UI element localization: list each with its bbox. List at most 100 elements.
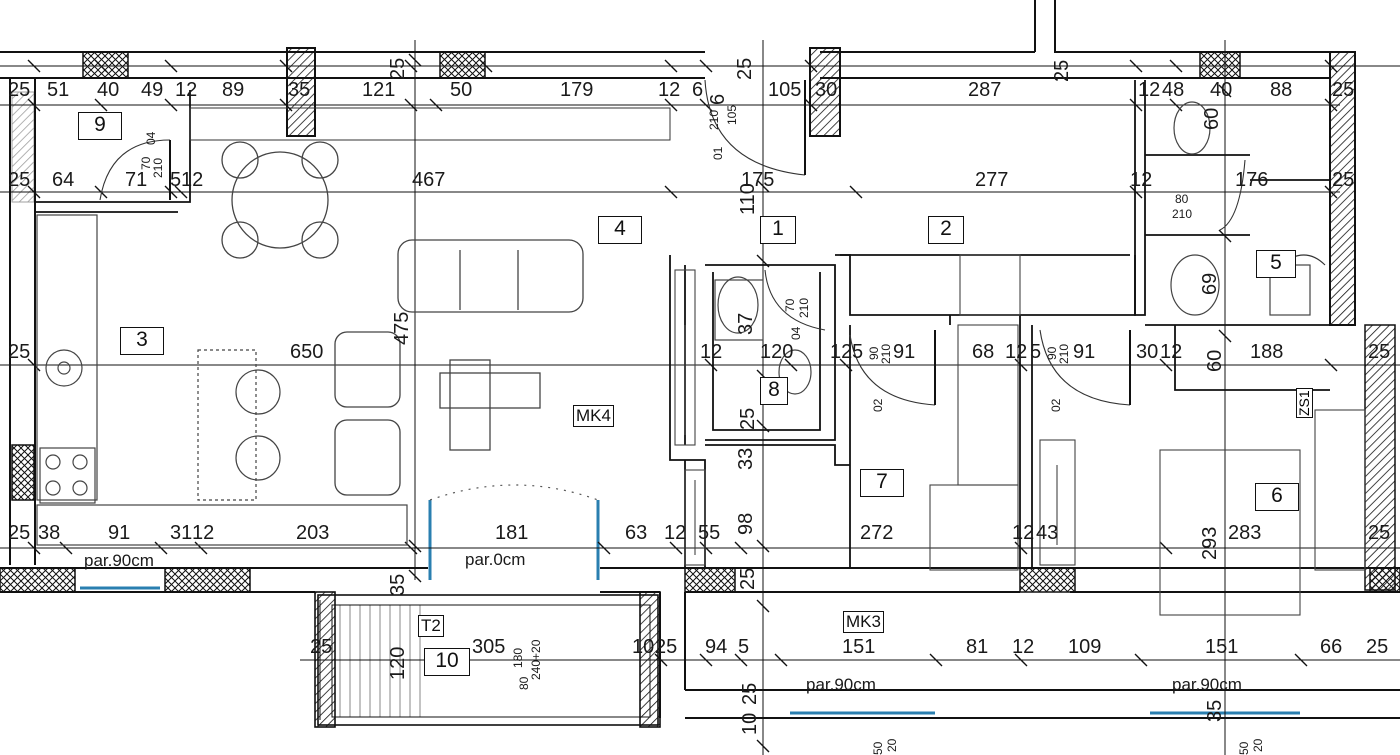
door-size: 105 bbox=[725, 104, 739, 125]
dim-label: 12 bbox=[1012, 522, 1035, 544]
dim-label: 25 bbox=[1368, 341, 1391, 363]
dim-label: 25 bbox=[1051, 59, 1073, 82]
dim-label: 121 bbox=[362, 79, 396, 101]
dim-label: 6 bbox=[692, 79, 704, 101]
dim-label: 35 bbox=[1204, 699, 1226, 722]
dim-label: 40 bbox=[1210, 79, 1233, 101]
door-size: 210 bbox=[1057, 343, 1071, 364]
dimension-lines bbox=[0, 40, 1400, 755]
dim-label: 151 bbox=[842, 636, 876, 658]
dim-label: 10 bbox=[632, 636, 655, 658]
note-par90-right: par.90cm bbox=[1172, 675, 1242, 694]
columns bbox=[0, 47, 1400, 593]
dim-label: 120 bbox=[760, 341, 794, 363]
room-label-4: 4 bbox=[598, 216, 642, 244]
dim-label: 181 bbox=[495, 522, 529, 544]
dim-label: 35 bbox=[288, 79, 311, 101]
dim-label: 25 bbox=[737, 567, 759, 590]
dim-label: 179 bbox=[560, 79, 594, 101]
dim-label: 305 bbox=[472, 636, 506, 658]
room-label-7: 7 bbox=[860, 469, 904, 497]
dim-label: 12 bbox=[181, 169, 204, 191]
note-par90-left: par.90cm bbox=[84, 551, 154, 570]
sofa bbox=[397, 239, 584, 313]
dim-label: 98 bbox=[735, 512, 757, 535]
room-label-1: 1 bbox=[760, 216, 796, 244]
dim-label: 37 bbox=[735, 312, 757, 335]
dim-label: 287 bbox=[968, 79, 1002, 101]
door-size: 70 bbox=[783, 298, 797, 312]
note-par0: par.0cm bbox=[465, 550, 526, 569]
dim-label: 5 bbox=[1030, 341, 1042, 363]
door-id-04b: 04 bbox=[789, 326, 803, 340]
door-size: 80 bbox=[1175, 192, 1189, 206]
dim-label: 48 bbox=[1162, 79, 1185, 101]
wardrobes bbox=[674, 254, 1366, 616]
dim-label: 25 bbox=[1368, 522, 1391, 544]
dimension-ticks bbox=[27, 53, 1338, 753]
door-id-01: 01 bbox=[711, 146, 725, 160]
door-size: 240+20 bbox=[529, 639, 543, 680]
dim-label: 40 bbox=[97, 79, 120, 101]
dim-label: 120 bbox=[387, 646, 409, 680]
dim-label: 25 bbox=[1366, 636, 1389, 658]
dim-label: 5 bbox=[170, 169, 182, 191]
dim-label: 69 bbox=[1199, 272, 1221, 295]
dim-label: 12 bbox=[1160, 341, 1183, 363]
dim-label: 25 bbox=[734, 57, 756, 80]
dim-label: 6 bbox=[707, 93, 729, 105]
door-leaves bbox=[169, 80, 1131, 405]
dim-label: 33 bbox=[735, 447, 757, 470]
dim-label: 650 bbox=[290, 341, 324, 363]
dim-label: 68 bbox=[972, 341, 995, 363]
door-id-02b: 02 bbox=[1049, 398, 1063, 412]
dim-label: 25 bbox=[8, 341, 31, 363]
dim-label: 94 bbox=[705, 636, 728, 658]
dim-label: 25 bbox=[8, 169, 31, 191]
dim-label: 12 bbox=[192, 522, 215, 544]
dim-label: 91 bbox=[893, 341, 916, 363]
kitchen-fixtures bbox=[36, 214, 408, 546]
dim-label: 89 bbox=[222, 79, 245, 101]
dim-label: 25 bbox=[310, 636, 333, 658]
dim-label: 12 bbox=[1012, 636, 1035, 658]
dim-label: 25 bbox=[739, 682, 761, 705]
dim-label: 25 bbox=[8, 522, 31, 544]
dim-label: 12 bbox=[830, 341, 853, 363]
dim-label: 51 bbox=[47, 79, 70, 101]
dim-label: 272 bbox=[860, 522, 894, 544]
dim-label: 109 bbox=[1068, 636, 1102, 658]
dim-label: 176 bbox=[1235, 169, 1269, 191]
dim-label: 12 bbox=[700, 341, 723, 363]
dim-label: 55 bbox=[698, 522, 721, 544]
dim-label: 25 bbox=[1332, 169, 1355, 191]
sliding-door-arc bbox=[429, 484, 599, 501]
door-size: 50 bbox=[871, 741, 885, 755]
door-size: 20 bbox=[1251, 738, 1265, 752]
dim-label: 64 bbox=[52, 169, 75, 191]
dim-label: 175 bbox=[741, 169, 775, 191]
balcony bbox=[314, 591, 661, 728]
room-label-6: 6 bbox=[1255, 483, 1299, 511]
dim-label: 60 bbox=[1204, 349, 1226, 372]
interior-walls bbox=[35, 80, 1330, 568]
dim-label: 91 bbox=[108, 522, 131, 544]
note-par90-mid: par.90cm bbox=[806, 675, 876, 694]
dim-label: 151 bbox=[1205, 636, 1239, 658]
dim-label: 66 bbox=[1320, 636, 1343, 658]
dim-label: 10 bbox=[739, 712, 761, 735]
dim-label: 25 bbox=[655, 636, 678, 658]
dim-label: 30 bbox=[815, 79, 838, 101]
dim-label: 25 bbox=[8, 79, 31, 101]
t2-tag: T2 bbox=[418, 615, 444, 637]
room-label-3: 3 bbox=[120, 327, 164, 355]
dim-label: 25 bbox=[1332, 79, 1355, 101]
dim-label: 71 bbox=[125, 169, 148, 191]
door-size: 210 bbox=[151, 157, 165, 178]
dim-label: 475 bbox=[391, 311, 413, 345]
door-size: 80 bbox=[517, 676, 531, 690]
dim-label: 12 bbox=[1130, 169, 1153, 191]
dim-label: 60 bbox=[1201, 107, 1223, 130]
room-label-2: 2 bbox=[928, 216, 964, 244]
dim-label: 63 bbox=[625, 522, 648, 544]
